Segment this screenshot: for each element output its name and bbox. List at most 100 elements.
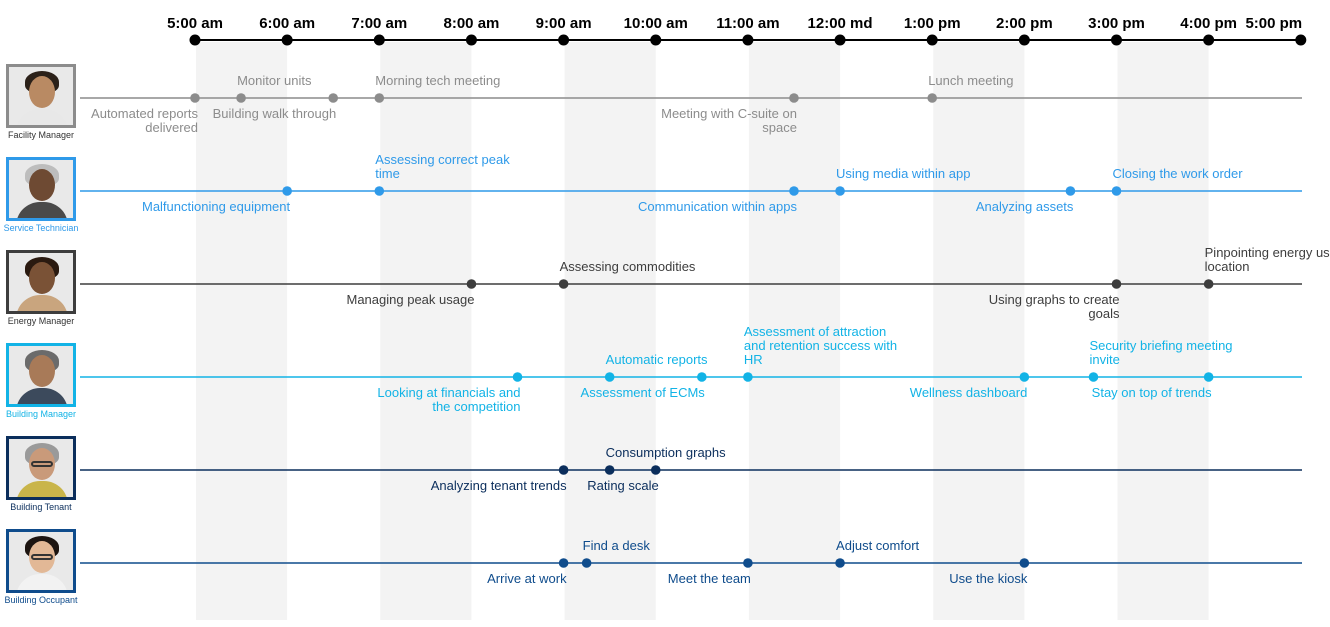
event-label: HR [744, 352, 763, 367]
persona-role-label: Service Technician [3, 223, 79, 233]
event-marker [1065, 186, 1076, 196]
event-marker [835, 558, 845, 568]
time-label: 2:00 pm [996, 15, 1053, 32]
avatar [6, 250, 76, 314]
event-label: space [762, 120, 797, 135]
time-label: 3:00 pm [1088, 15, 1145, 32]
time-axis-tick [1111, 34, 1122, 46]
event-label: Automated reports [91, 106, 198, 121]
event-label: and retention success with [744, 338, 897, 353]
avatar [6, 157, 76, 221]
time-axis-tick [742, 34, 754, 46]
persona-role-label: Building Tenant [10, 502, 72, 512]
event-label: Using media within app [836, 166, 970, 181]
avatar-body [16, 202, 68, 218]
time-label: 6:00 am [259, 15, 315, 32]
event-label: Closing the work order [1113, 166, 1244, 181]
time-label: 9:00 am [536, 15, 592, 32]
event-label: Meeting with C-suite on [661, 106, 797, 121]
time-axis-tick [373, 34, 385, 46]
avatar-body [16, 481, 68, 497]
event-marker [1019, 372, 1030, 382]
avatar-glasses [31, 554, 53, 560]
avatar [6, 529, 76, 593]
hour-band [748, 42, 841, 620]
hour-band [380, 42, 472, 620]
event-label: Arrive at work [487, 571, 567, 586]
event-marker [374, 93, 385, 103]
time-label: 8:00 am [444, 15, 500, 32]
time-axis-tick [834, 34, 846, 46]
event-label: Adjust comfort [836, 538, 919, 553]
event-label: Meet the team [668, 571, 751, 586]
persona-role-label: Energy Manager [7, 316, 75, 326]
event-marker [1088, 372, 1099, 382]
event-label: Assessment of attraction [744, 324, 886, 339]
event-label: Pinpointing energy use by [1205, 245, 1330, 260]
event-label: Stay on top of trends [1092, 385, 1212, 400]
time-label: 5:00 am [167, 15, 223, 32]
hour-band [1117, 42, 1209, 620]
event-label: Monitor units [237, 73, 312, 88]
persona-role-label: Facility Manager [7, 130, 75, 140]
avatar-body [16, 109, 68, 125]
event-label: Assessment of ECMs [581, 385, 706, 400]
event-marker [581, 558, 592, 568]
avatar-body [16, 574, 68, 590]
time-axis-tick [189, 34, 201, 46]
event-label: time [375, 166, 400, 181]
event-marker [1203, 279, 1214, 289]
event-label: Use the kiosk [949, 571, 1028, 586]
event-label: Using graphs to create [989, 292, 1120, 307]
event-label: Morning tech meeting [375, 73, 500, 88]
event-label: location [1205, 259, 1250, 274]
time-axis-tick [650, 34, 662, 46]
time-label: 7:00 am [351, 15, 407, 32]
persona-card: Energy Manager [3, 250, 79, 327]
avatar-face [29, 262, 55, 294]
event-marker [328, 93, 339, 103]
event-label: invite [1089, 352, 1119, 367]
avatar [6, 436, 76, 500]
time-axis-tick [558, 34, 570, 46]
event-marker [1203, 372, 1214, 382]
event-marker [604, 465, 615, 475]
event-marker [604, 372, 615, 382]
event-label: Building walk through [213, 106, 337, 121]
avatar-body [16, 295, 68, 311]
event-marker [282, 186, 292, 196]
persona-card: Building Tenant [3, 436, 79, 513]
event-label: Find a desk [583, 538, 651, 553]
persona-role-label: Building Manager [5, 409, 77, 419]
event-marker [558, 558, 569, 568]
time-label: 5:00 pm [1245, 15, 1302, 32]
time-axis-tick [1018, 34, 1030, 46]
event-marker [1111, 279, 1122, 289]
avatar [6, 64, 76, 128]
event-label: Malfunctioning equipment [142, 199, 291, 214]
event-marker [466, 279, 477, 289]
avatar-body [16, 388, 68, 404]
hour-band [196, 42, 288, 620]
event-label: Analyzing tenant trends [431, 478, 567, 493]
event-label: delivered [145, 120, 198, 135]
event-label: Security briefing meeting [1089, 338, 1232, 353]
time-axis-tick [281, 34, 293, 46]
event-marker [743, 558, 753, 568]
event-marker [927, 93, 937, 103]
event-label: Consumption graphs [606, 445, 726, 460]
time-axis-tick [1295, 34, 1307, 46]
avatar-glasses [31, 461, 53, 467]
avatar [6, 343, 76, 407]
event-label: Assessing correct peak [375, 152, 510, 167]
event-marker [190, 93, 200, 103]
event-marker [512, 372, 523, 382]
persona-role-label: Building Occupant [4, 595, 78, 605]
avatar-face [29, 169, 55, 201]
hour-band [564, 42, 656, 620]
event-label: Looking at financials and [377, 385, 520, 400]
event-label: goals [1088, 306, 1120, 321]
event-marker [835, 186, 845, 196]
persona-card: Building Occupant [3, 529, 79, 606]
